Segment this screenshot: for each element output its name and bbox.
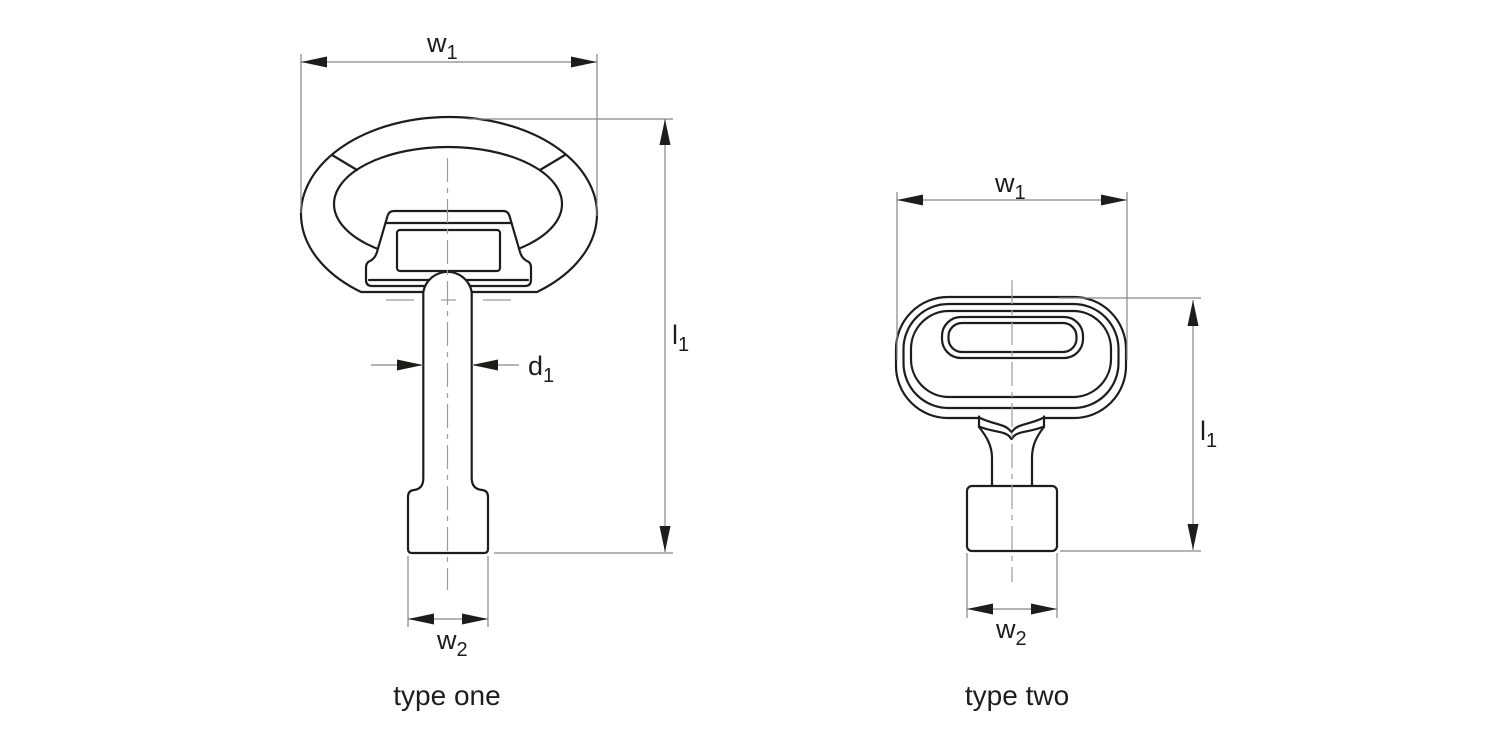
type-one-handle-seam-left: [330, 153, 359, 172]
type-one-caption: type one: [393, 680, 500, 711]
arrowhead-left-icon: [967, 603, 993, 615]
type-two-neck-side-left: [977, 425, 994, 488]
arrowhead-right-icon: [571, 56, 597, 68]
arrowhead-left-icon: [897, 194, 923, 206]
dim-label-l1-type-one: l1: [672, 320, 689, 356]
type-two-neck-side-right: [1030, 425, 1046, 488]
dim-label-w2-type-two: w2: [995, 614, 1027, 650]
arrowhead-right-icon: [1031, 603, 1057, 615]
dim-label-d1-type-one: d1: [528, 351, 554, 387]
type-one-dimension-d1: d1: [371, 351, 554, 387]
type-one-figure: w1 l1 d1 w2 type one: [299, 28, 689, 711]
dim-label-w1-type-two: w1: [994, 168, 1026, 204]
dim-label-w2-type-one: w2: [436, 625, 468, 661]
dim-label-w1-type-one: w1: [426, 28, 458, 64]
arrowhead-right-icon: [462, 613, 488, 625]
type-two-dimension-w2: w2: [966, 553, 1058, 650]
type-two-neck-collar-lower: [977, 425, 1046, 441]
type-one-hub-recess: [395, 228, 502, 273]
type-one-key-drawing: [299, 115, 599, 555]
type-two-figure: w1 l1 w2 type two: [894, 168, 1217, 711]
type-two-key-drawing: [894, 295, 1128, 553]
type-two-dimension-l1: l1: [1058, 297, 1217, 552]
type-one-handle-seam-right: [538, 153, 567, 172]
type-two-caption: type two: [965, 680, 1069, 711]
arrowhead-up-icon: [659, 119, 671, 145]
type-one-centerlines: [386, 158, 511, 590]
dim-label-l1-type-two: l1: [1200, 416, 1217, 452]
arrowhead-left-icon: [408, 613, 434, 625]
type-two-handle-outline-inner: [909, 309, 1113, 399]
arrowhead-left-icon: [301, 56, 327, 68]
arrowhead-down-icon: [659, 526, 671, 552]
arrowhead-left-icon: [472, 359, 498, 371]
type-one-dimension-l1: l1: [468, 118, 689, 554]
arrowhead-up-icon: [1187, 300, 1199, 326]
type-one-dimension-w2: w2: [407, 556, 489, 661]
type-one-dimension-w1: w1: [300, 28, 598, 216]
type-two-neck-collar-upper: [977, 416, 1046, 434]
type-two-dimension-w1: w1: [896, 168, 1128, 360]
arrowhead-down-icon: [1187, 524, 1199, 550]
type-two-handle-outline-mid: [902, 302, 1120, 410]
arrowhead-right-icon: [1101, 194, 1127, 206]
arrowhead-right-icon: [397, 359, 423, 371]
